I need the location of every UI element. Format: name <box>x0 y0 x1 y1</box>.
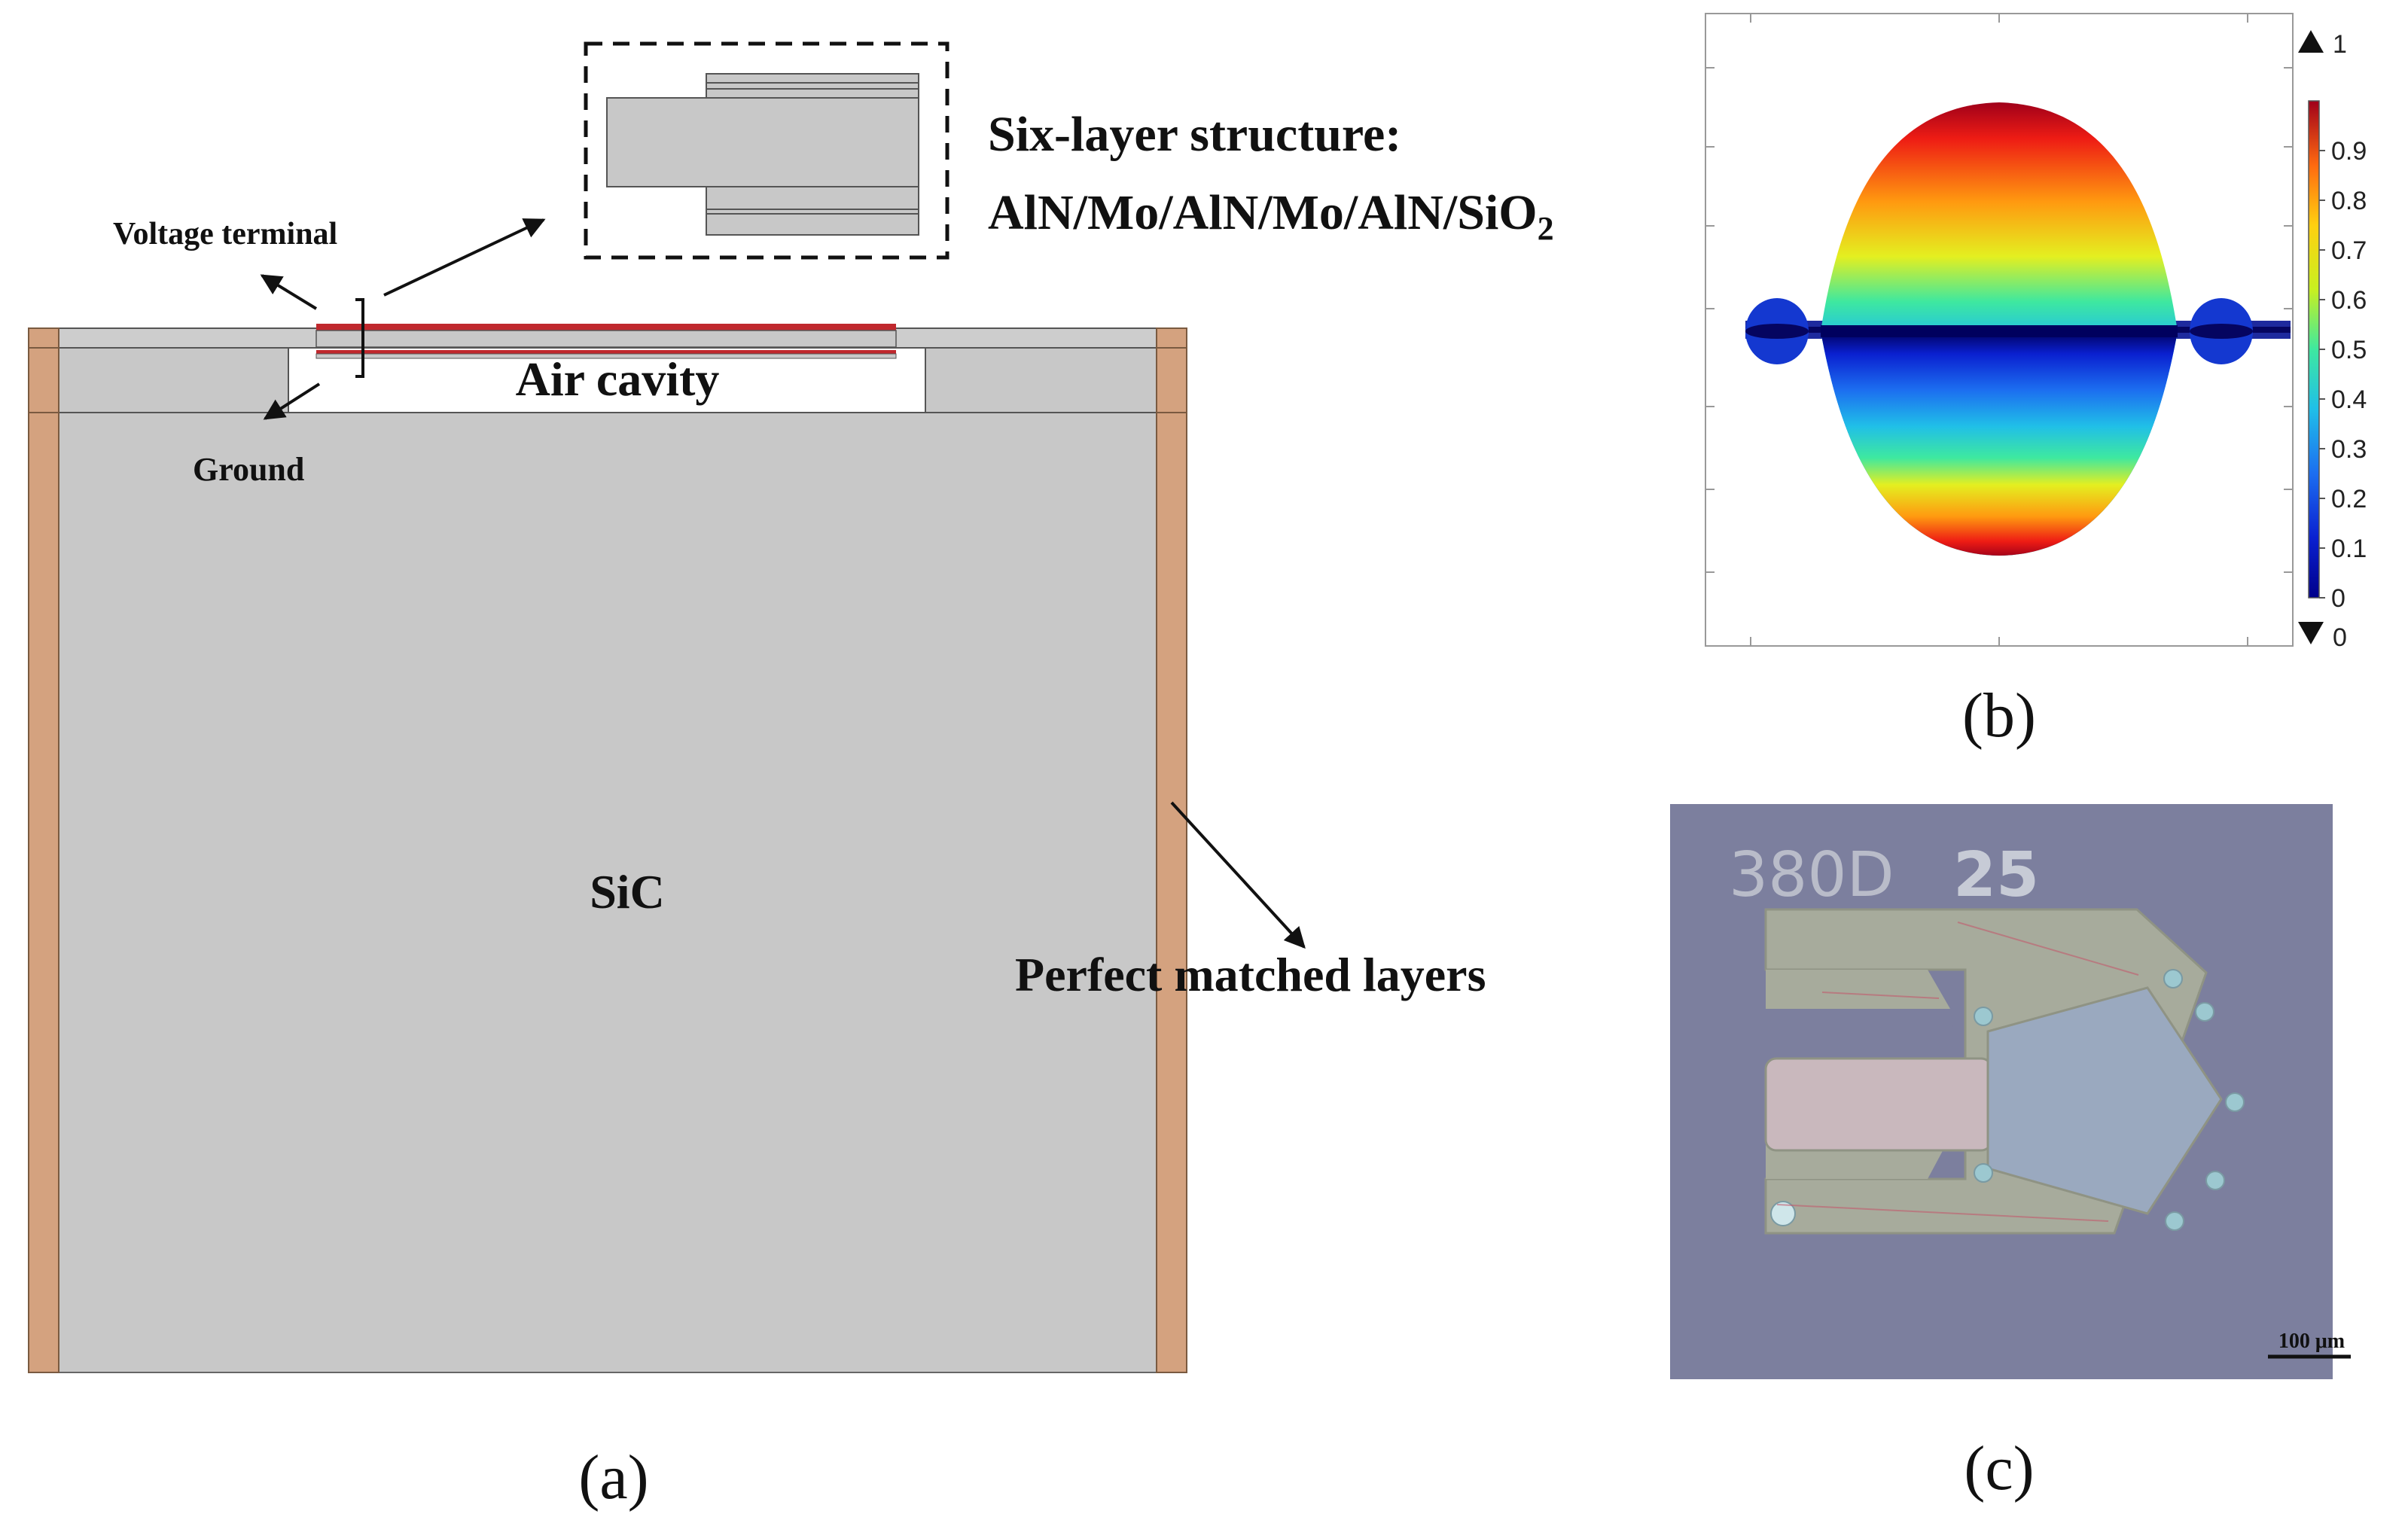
panel-a: Air cavity Voltage terminal Ground SiC P… <box>28 41 1554 1512</box>
chip-number-label: 25 <box>1953 839 2039 911</box>
caption-a: (a) <box>578 1442 648 1512</box>
inset-core <box>606 97 919 187</box>
signal-pad <box>1764 1057 1993 1152</box>
sic-label: SiC <box>590 865 665 918</box>
inset-bottom-block <box>706 186 919 236</box>
cb-tick-06: 0.6 <box>2331 286 2367 315</box>
release-holes <box>1770 969 2245 1231</box>
colorbar <box>2308 100 2320 599</box>
voltage-arrow <box>260 274 318 310</box>
ground-arrow <box>263 382 321 420</box>
cb-tick-02: 0.2 <box>2331 485 2367 513</box>
panel-c: 380D 25 100 μm (c) <box>1670 804 2351 1503</box>
sic-substrate <box>28 412 1157 1373</box>
inset-title: Six-layer structure: <box>988 107 1401 162</box>
bottom-electrode <box>316 350 896 354</box>
cb-tick-04: 0.4 <box>2331 385 2367 414</box>
cb-tick-01: 0.1 <box>2331 535 2367 563</box>
pml-right <box>1156 327 1187 1373</box>
cb-tick-09: 0.9 <box>2331 137 2367 166</box>
cb-tick-03: 0.3 <box>2331 435 2367 464</box>
scale-bar-label: 100 μm <box>2278 1330 2345 1353</box>
zoom-arrow <box>383 218 546 297</box>
colorbar-ticks <box>2319 150 2325 599</box>
cb-max-label: 1 <box>2333 30 2347 59</box>
pml-arrow <box>1170 801 1306 949</box>
cb-tick-0: 0 <box>2331 584 2346 613</box>
cb-min-label: 0 <box>2333 623 2347 652</box>
piezo-stack <box>315 330 897 348</box>
cb-tick-07: 0.7 <box>2331 236 2367 265</box>
cb-tick-05: 0.5 <box>2331 336 2367 364</box>
cb-min-triangle-icon <box>2298 622 2324 644</box>
stack-bottom-layer <box>315 353 897 359</box>
pml-left <box>28 327 59 1373</box>
pml-label: Perfect matched layers <box>1015 948 1486 1001</box>
caption-c: (c) <box>1964 1433 2034 1503</box>
air-cavity-label: Air cavity <box>516 352 720 406</box>
cb-max-triangle-icon <box>2298 30 2324 53</box>
zoom-bracket <box>355 298 364 378</box>
top-electrode <box>316 324 896 331</box>
mode-plot-ticks <box>1705 14 2293 646</box>
resonator-pentagon <box>1986 986 2223 1215</box>
voltage-terminal-label: Voltage terminal <box>113 217 337 251</box>
ground-label: Ground <box>193 451 304 488</box>
inset-layers: AlN/Mo/AlN/Mo/AlN/SiO2 <box>988 185 1554 247</box>
caption-b: (b) <box>1962 681 2036 751</box>
chip-id-label: 380D <box>1729 839 1894 911</box>
panel-b: 0.9 0.8 0.7 0.6 0.5 0.4 0.3 0.2 0.1 0 1 … <box>1705 13 2367 751</box>
upper-slot <box>1766 1009 1954 1031</box>
inset-top-block <box>706 73 919 99</box>
cb-tick-08: 0.8 <box>2331 187 2367 215</box>
